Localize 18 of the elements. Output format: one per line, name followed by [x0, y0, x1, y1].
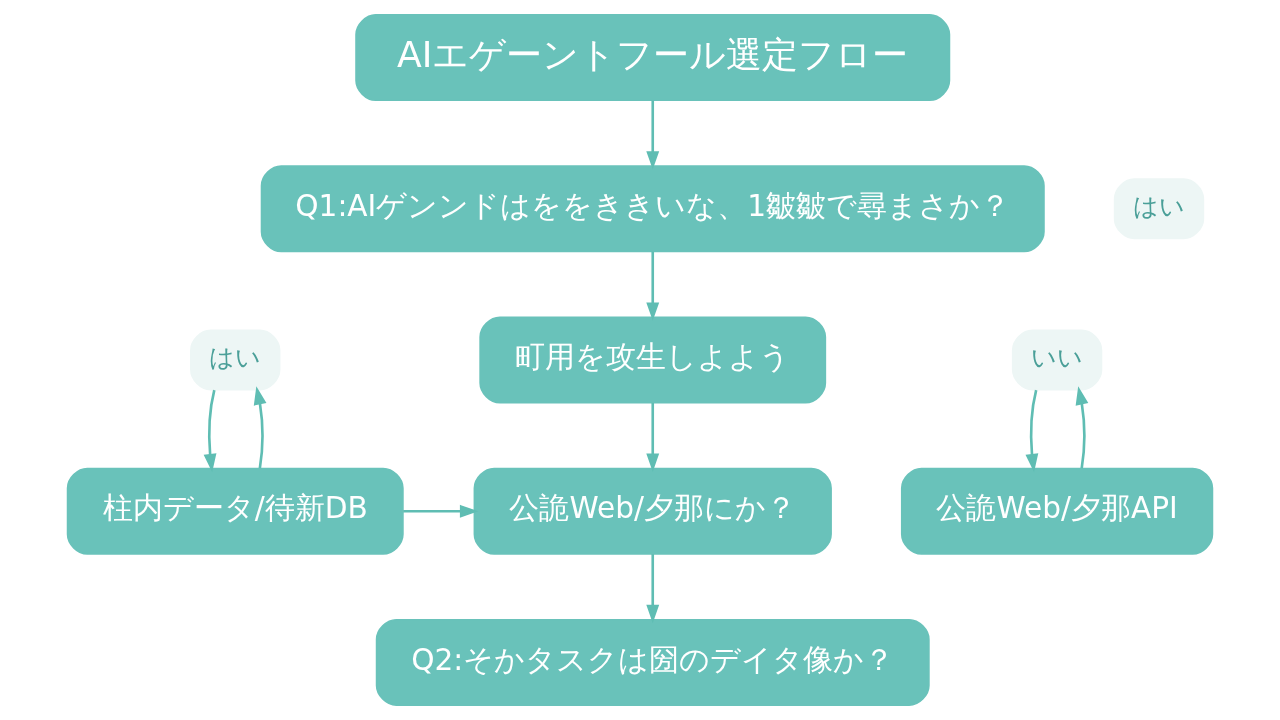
arrow: [403, 504, 479, 518]
node-box: はい: [190, 329, 281, 391]
arrow: [1025, 389, 1039, 473]
node-box: 柱内データ/待新DB: [66, 467, 404, 555]
node-box: AIエゲーントフール選定フロー: [355, 14, 951, 102]
node-box: Q1:AIゲンンドはををききいな、1皺皺で尋まさか？: [260, 165, 1045, 253]
node-box: 公詭Web/夕那API: [900, 467, 1214, 555]
arrow: [646, 100, 660, 170]
arrow: [646, 402, 660, 473]
node-box: 町用を攻生しよよう: [479, 316, 827, 404]
arrow: [203, 389, 217, 473]
arrow: [1075, 386, 1089, 469]
arrow: [646, 554, 660, 624]
node-box: 公詭Web/夕那にか？: [473, 467, 832, 555]
node-box: Q2:そかタスクは圀のデイタ像か？: [375, 618, 930, 706]
node-box: いい: [1011, 329, 1103, 391]
arrow: [646, 251, 660, 321]
arrow: [253, 386, 267, 469]
